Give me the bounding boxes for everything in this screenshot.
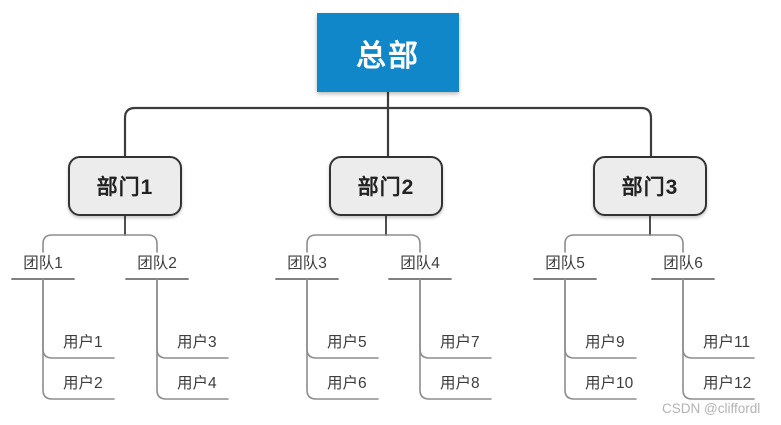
watermark: CSDN @cliffordl xyxy=(662,401,761,416)
user-node-3[interactable]: 用户3 xyxy=(177,334,217,351)
user-node-5[interactable]: 用户5 xyxy=(327,334,367,351)
dept-node-2[interactable]: 部门2 xyxy=(329,156,443,216)
team-node-5[interactable]: 团队5 xyxy=(545,255,585,272)
team-node-6[interactable]: 团队6 xyxy=(663,255,703,272)
team-brackets xyxy=(42,234,684,253)
dept-node-label: 部门2 xyxy=(357,176,415,199)
user-node-8[interactable]: 用户8 xyxy=(440,375,480,392)
user-node-7[interactable]: 用户7 xyxy=(440,334,480,351)
team-node-1[interactable]: 团队1 xyxy=(23,255,63,272)
user-node-1[interactable]: 用户1 xyxy=(63,334,103,351)
dept-tick-lines xyxy=(124,215,651,236)
user-node-2[interactable]: 用户2 xyxy=(63,375,103,392)
user-node-9[interactable]: 用户9 xyxy=(585,334,625,351)
user-node-10[interactable]: 用户10 xyxy=(585,375,634,392)
team-node-4[interactable]: 团队4 xyxy=(400,255,440,272)
user-node-11[interactable]: 用户11 xyxy=(703,334,751,351)
user-node-12[interactable]: 用户12 xyxy=(703,375,752,392)
user-connectors xyxy=(42,278,755,400)
team-node-2[interactable]: 团队2 xyxy=(137,255,177,272)
dept-node-label: 部门1 xyxy=(96,176,154,199)
user-node-4[interactable]: 用户4 xyxy=(177,375,217,392)
dept-node-3[interactable]: 部门3 xyxy=(593,156,707,216)
user-node-6[interactable]: 用户6 xyxy=(327,375,367,392)
root-connector xyxy=(123,90,653,158)
dept-node-1[interactable]: 部门1 xyxy=(68,156,182,216)
team-node-3[interactable]: 团队3 xyxy=(287,255,327,272)
root-node-label: 总部 xyxy=(356,39,420,73)
dept-node-label: 部门3 xyxy=(621,176,679,199)
root-node-headquarters[interactable]: 总部 xyxy=(317,13,459,92)
